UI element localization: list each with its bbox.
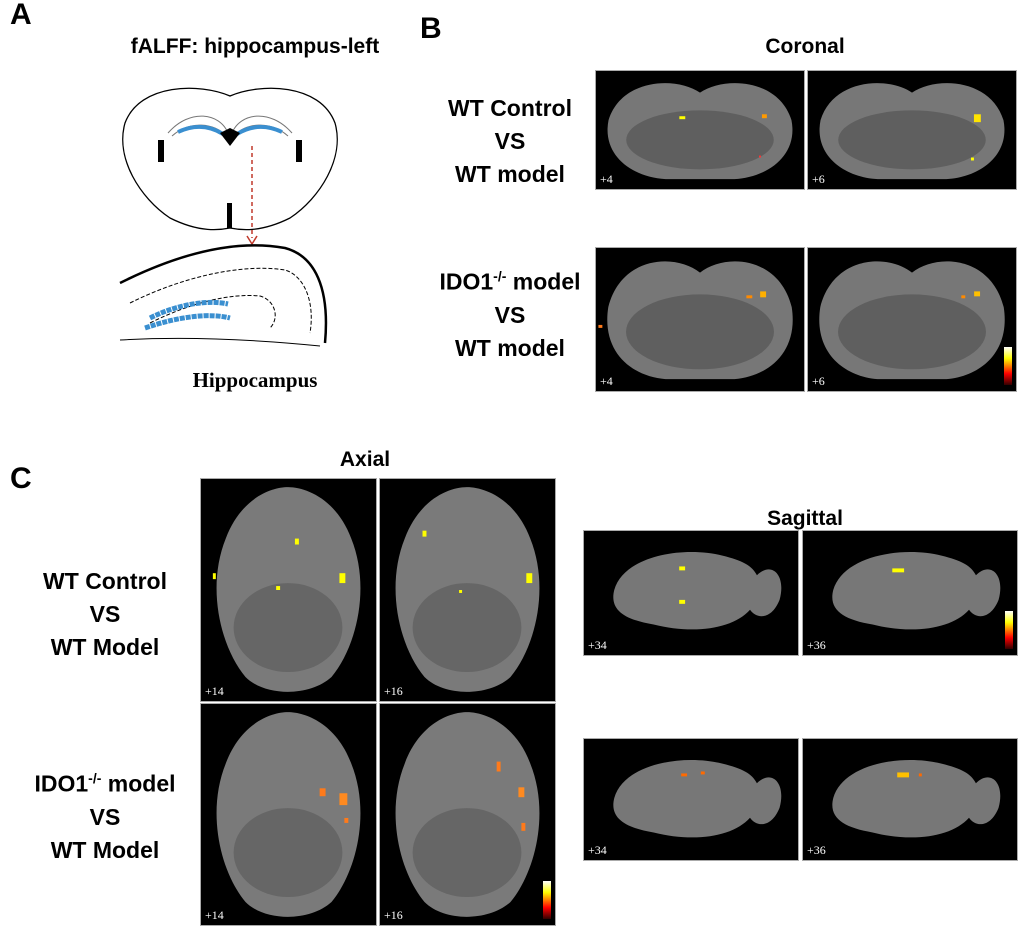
panel-a-caption: Hippocampus <box>192 368 318 392</box>
label-line: model <box>506 268 581 295</box>
axial-image: +14 <box>200 703 377 926</box>
coronal-row2-label: IDO1-/- model VS WT model <box>420 260 600 365</box>
label-line: IDO1 <box>34 770 89 797</box>
sagittal-image: +34 <box>583 530 799 656</box>
slice-label: +14 <box>205 684 224 698</box>
panel-c-letter: C <box>10 462 32 495</box>
color-scale-bar <box>543 881 551 919</box>
axial-image: +16 <box>379 478 556 702</box>
label-line: VS <box>89 601 121 627</box>
slice-label: +6 <box>812 374 825 388</box>
sagittal-image: +36 <box>802 738 1018 861</box>
label-sup: -/- <box>493 268 507 284</box>
slice-label: +34 <box>588 638 607 652</box>
slice-label: +16 <box>384 684 403 698</box>
label-line: WT Control <box>448 95 572 121</box>
label-line: VS <box>494 128 526 154</box>
axial-title: Axial <box>339 448 391 471</box>
color-scale-bar <box>1004 347 1012 385</box>
axial-image: +16 <box>379 703 556 926</box>
slice-label: +4 <box>600 374 613 388</box>
sagittal-image: +36 <box>802 530 1018 656</box>
label-line: WT Model <box>50 836 160 863</box>
label-line: model <box>101 770 176 797</box>
coronal-image: +4 <box>595 247 805 392</box>
coronal-image: +6 <box>807 247 1017 392</box>
slice-label: +34 <box>588 843 607 857</box>
axial-image: +14 <box>200 478 377 702</box>
panel-b-letter: B <box>420 12 442 45</box>
slice-label: +36 <box>807 638 826 652</box>
coronal-row1-label: WT Control VS WT model <box>420 92 600 191</box>
label-sup: -/- <box>88 770 102 786</box>
label-line: WT model <box>455 334 565 361</box>
slice-label: +16 <box>384 908 403 922</box>
slice-label: +36 <box>807 843 826 857</box>
hippocampus-schematic <box>119 87 338 347</box>
slice-label: +4 <box>600 172 613 186</box>
panel-a-title: fALFF: hippocampus-left <box>130 35 380 58</box>
label-line: WT model <box>455 161 565 187</box>
slice-label: +14 <box>205 908 224 922</box>
label-line: IDO1 <box>439 268 494 295</box>
axial-row1-label: WT Control VS WT Model <box>15 565 195 664</box>
label-line: WT Control <box>43 568 167 594</box>
color-scale-bar <box>1005 611 1013 649</box>
slice-label: +6 <box>812 172 825 186</box>
coronal-title: Coronal <box>765 35 845 58</box>
sagittal-title: Sagittal <box>767 507 843 530</box>
coronal-image: +4 <box>595 70 805 190</box>
sagittal-image: +34 <box>583 738 799 861</box>
label-line: VS <box>89 803 121 830</box>
coronal-image: +6 <box>807 70 1017 190</box>
label-line: VS <box>494 301 526 328</box>
label-line: WT Model <box>50 634 160 660</box>
panel-a-letter: A <box>10 0 32 31</box>
axial-row2-label: IDO1-/- model VS WT Model <box>15 762 195 867</box>
